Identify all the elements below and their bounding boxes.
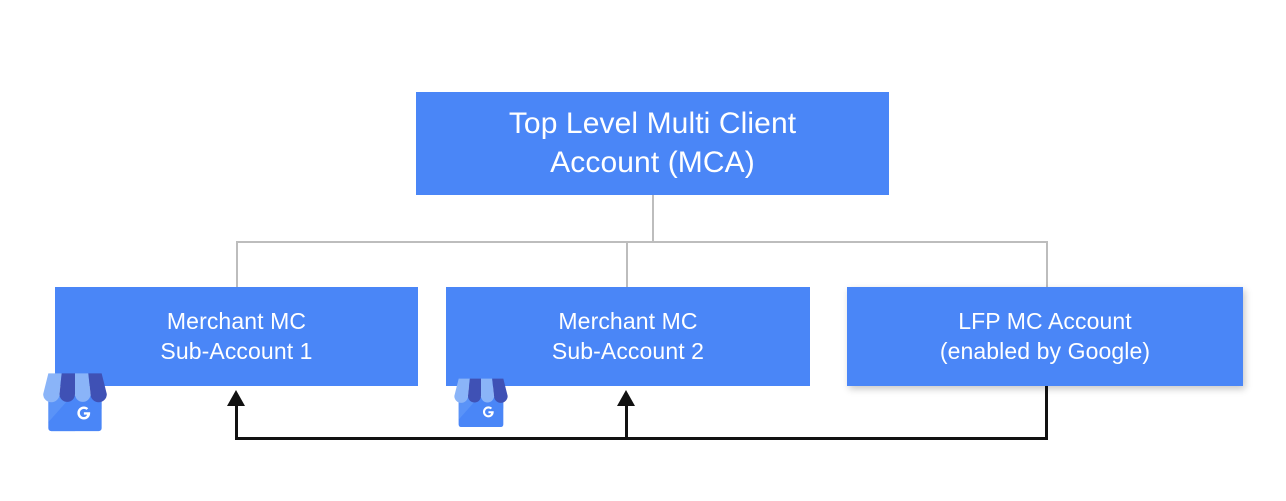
google-business-profile-icon: [43, 373, 107, 432]
arrow-head-icon-merchant-1: [227, 390, 245, 406]
connector-feedback-stem-merchant-2: [625, 400, 628, 438]
connector-drop-lfp: [1046, 241, 1048, 288]
node-merchant-sub-account-2-label: Merchant MC Sub-Account 2: [551, 308, 705, 364]
node-merchant-sub-account-2[interactable]: Merchant MC Sub-Account 2: [446, 287, 810, 386]
node-top-level-mca[interactable]: Top Level Multi Client Account (MCA): [416, 92, 889, 195]
arrow-head-icon-merchant-2: [617, 390, 635, 406]
connector-drop-merchant-1: [236, 241, 238, 288]
connector-branch-bar: [236, 241, 1047, 243]
google-business-profile-icon: [454, 378, 508, 428]
node-merchant-sub-account-1[interactable]: Merchant MC Sub-Account 1: [55, 287, 418, 386]
connector-drop-merchant-2: [626, 241, 628, 288]
node-merchant-sub-account-1-label: Merchant MC Sub-Account 1: [160, 308, 313, 364]
connector-feedback-bar: [235, 437, 1048, 440]
node-lfp-mc-account[interactable]: LFP MC Account (enabled by Google): [847, 287, 1243, 386]
node-lfp-mc-account-label: LFP MC Account (enabled by Google): [939, 308, 1151, 364]
connector-feedback-stem-merchant-1: [235, 400, 238, 438]
node-top-level-mca-label: Top Level Multi Client Account (MCA): [508, 107, 797, 179]
connector-mca-trunk: [652, 195, 654, 242]
connector-lfp-downstream: [1045, 386, 1048, 439]
